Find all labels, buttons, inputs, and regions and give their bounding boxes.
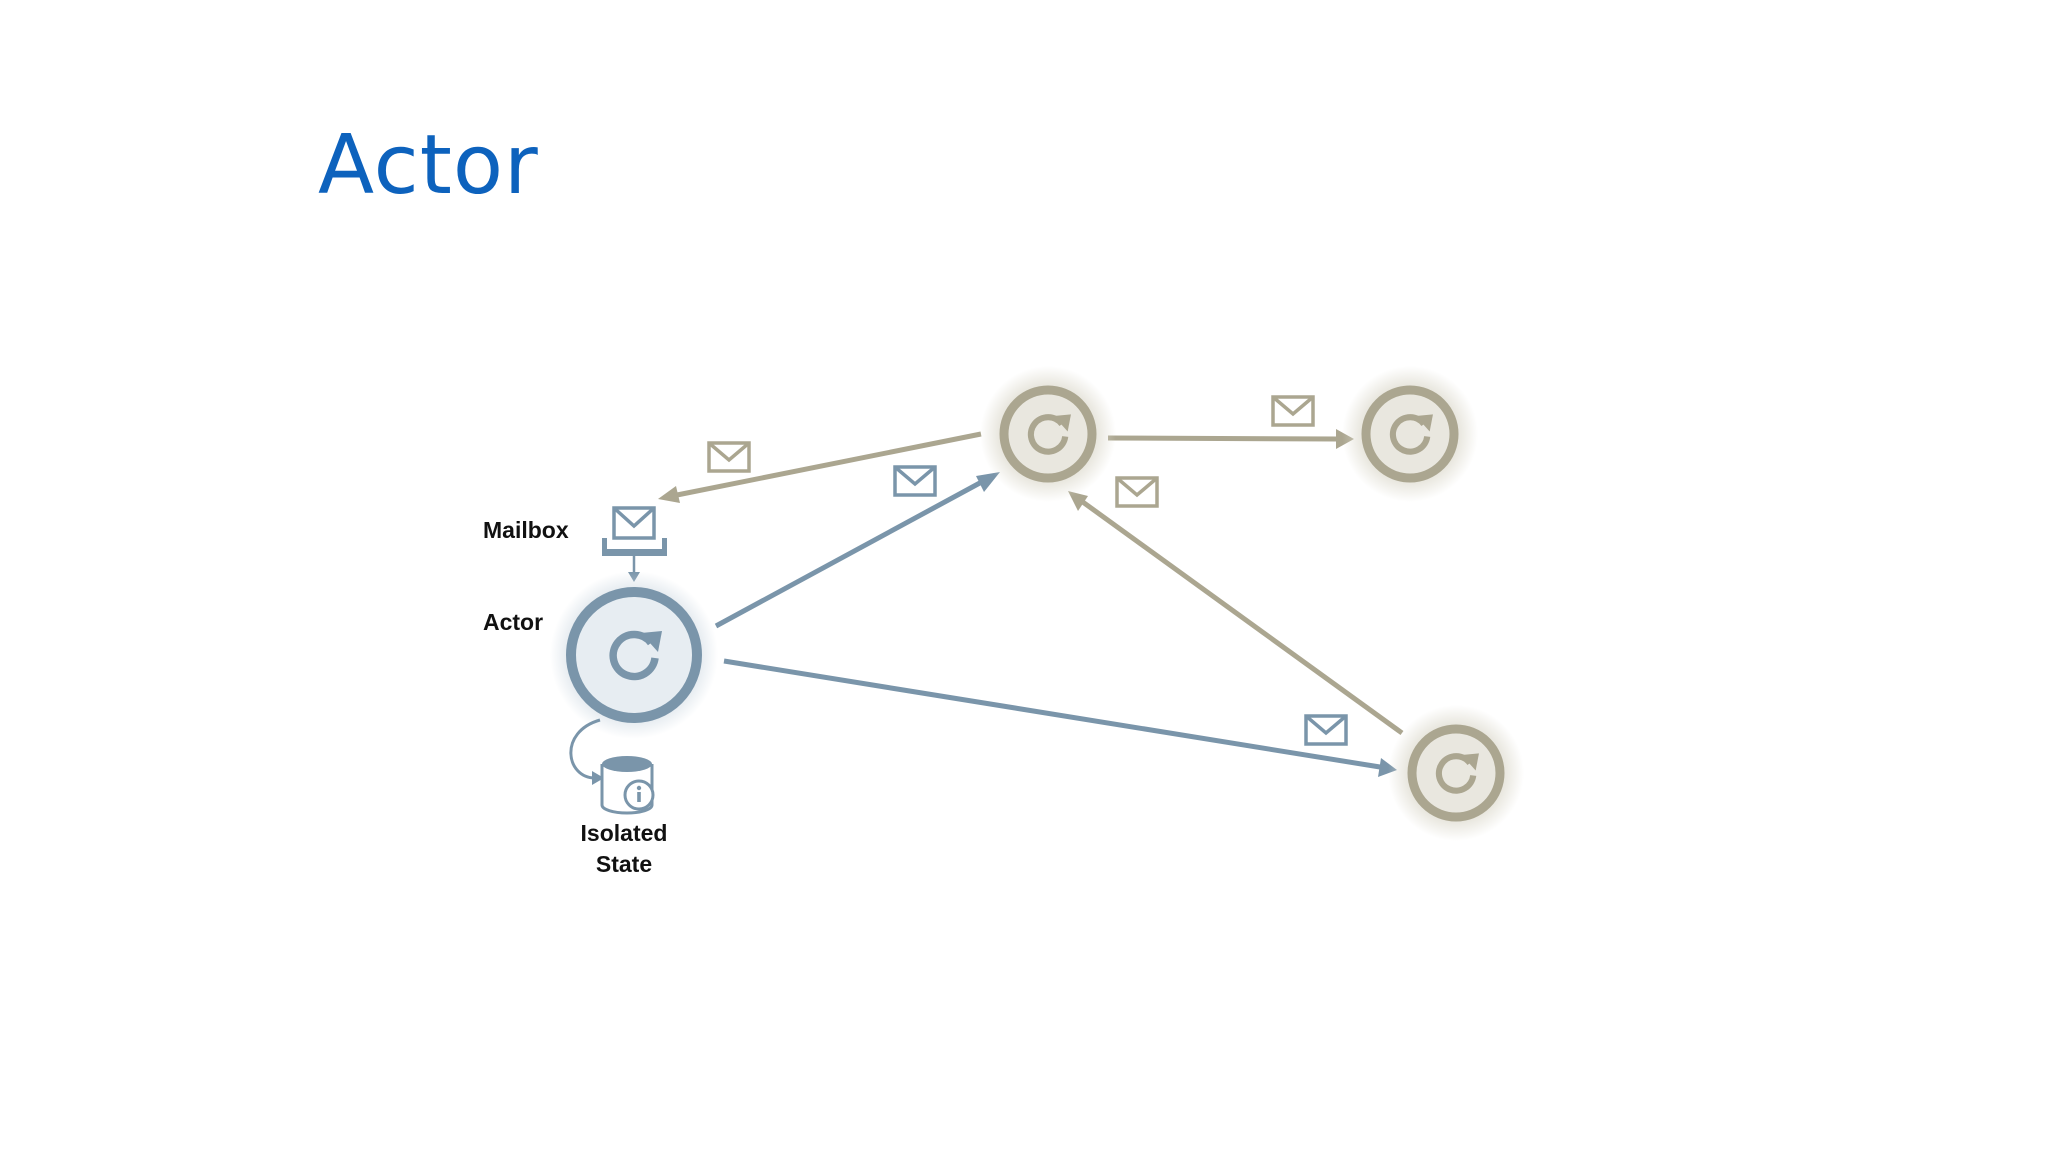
mailbox-icon [602,506,667,582]
message-arrow-to-top-actor [714,465,1000,629]
mailbox-label: Mailbox [483,517,569,543]
database-info-icon [600,756,655,815]
message-arrow-from-bottom-actor [1068,476,1404,736]
isolated-state-loop-arrow [569,718,604,785]
actor-bottom-right[interactable] [1388,705,1524,841]
envelope-icon [707,441,751,473]
isolated-state-label-line1: Isolated [581,820,668,846]
envelope-icon [1115,476,1159,508]
actor-top-right[interactable] [1342,366,1478,502]
envelope-icon [1304,714,1348,746]
message-arrow-to-bottom-actor [723,658,1397,777]
envelope-icon [1271,395,1315,427]
envelope-icon [893,465,937,497]
isolated-state-label-line2: State [596,851,652,877]
slide-title: Actor [318,118,539,213]
main-actor[interactable] [550,571,718,739]
actor-top-center[interactable] [980,366,1116,502]
message-arrow-to-right-actor [1107,395,1354,449]
actor-label: Actor [483,609,543,635]
message-arrow-to-mailbox [658,431,982,503]
